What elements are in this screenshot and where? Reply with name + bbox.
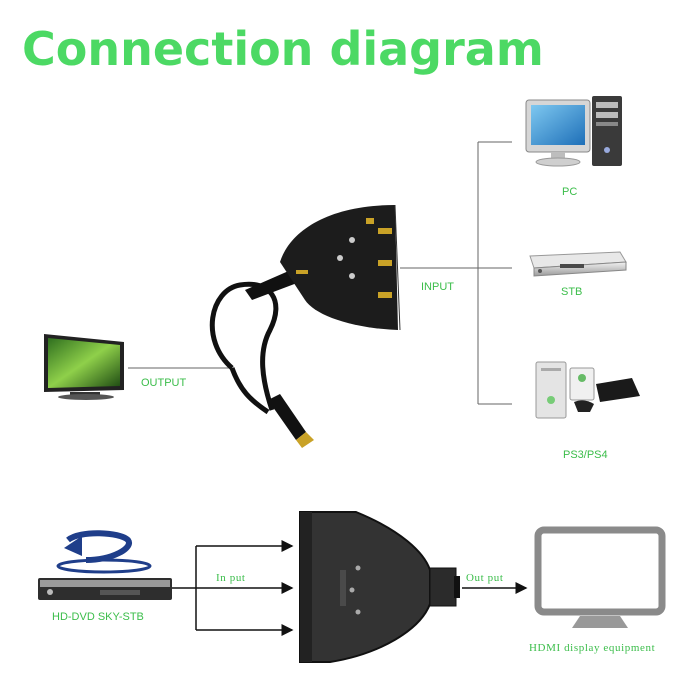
hdmi-switch-icon bbox=[212, 205, 400, 448]
monitor-icon bbox=[538, 530, 662, 628]
pc-icon bbox=[526, 96, 622, 166]
bottom-output-label: Out put bbox=[466, 572, 504, 584]
input-label: INPUT bbox=[421, 281, 454, 293]
tv-icon bbox=[44, 334, 124, 400]
hdmi-switch-bottom-icon bbox=[300, 512, 460, 662]
blu-ray-player-icon bbox=[38, 533, 172, 600]
bottom-input-label: In put bbox=[216, 572, 246, 584]
output-label: OUTPUT bbox=[141, 377, 186, 389]
source-label: HD-DVD SKY-STB bbox=[52, 611, 144, 623]
device-label-console: PS3/PS4 bbox=[563, 449, 608, 461]
set-top-box-icon bbox=[530, 252, 626, 276]
device-label-pc: PC bbox=[562, 186, 577, 198]
device-label-stb: STB bbox=[561, 286, 582, 298]
game-console-icon bbox=[536, 362, 640, 418]
display-label: HDMI display equipment bbox=[529, 642, 655, 654]
bottom-input-arrows bbox=[172, 546, 292, 630]
